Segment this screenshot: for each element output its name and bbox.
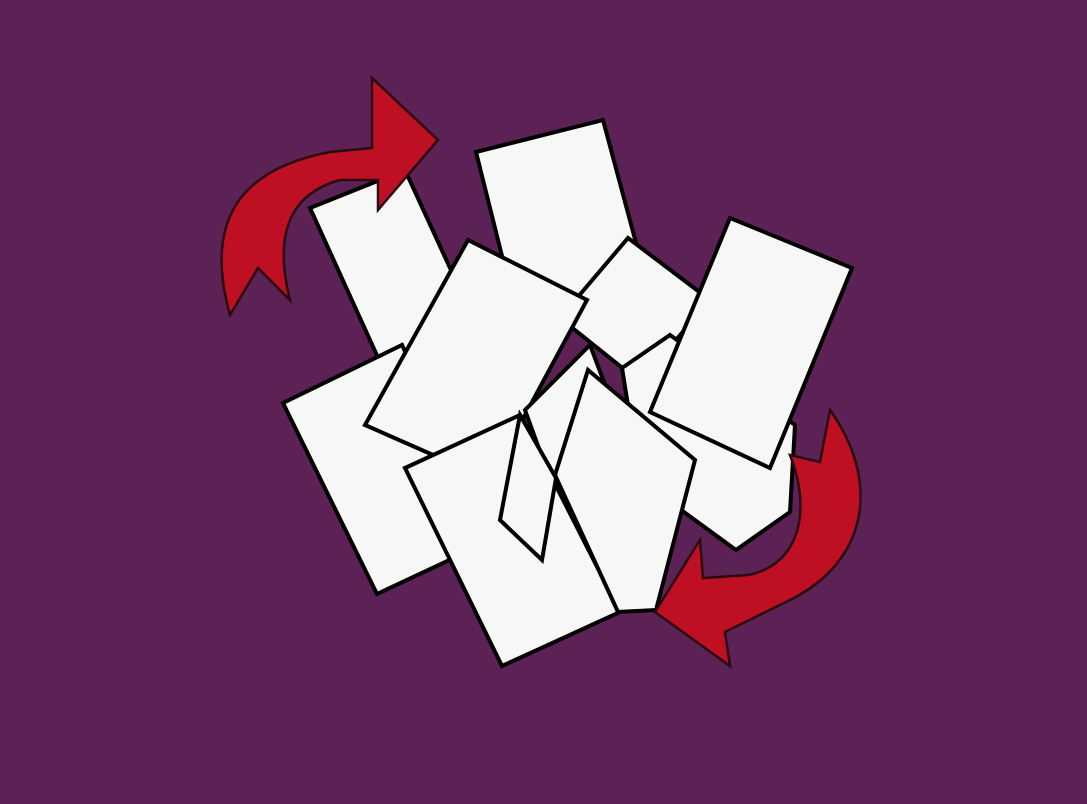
card	[552, 366, 698, 615]
curved-arrow-icon	[653, 406, 862, 669]
curved-arrow-icon	[220, 75, 440, 319]
card	[647, 215, 855, 471]
card	[497, 409, 559, 565]
